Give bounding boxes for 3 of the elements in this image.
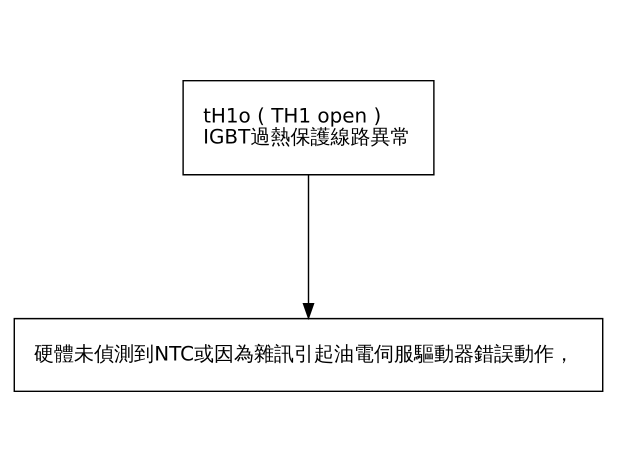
arrow [302, 175, 314, 320]
node-box: 硬體未偵測到NTC或因為雜訊引起油電伺服驅動器錯誤動作， [14, 318, 604, 392]
node-box: tH1o ( TH1 open ) IGBT過熱保護線路異常 [182, 80, 435, 176]
